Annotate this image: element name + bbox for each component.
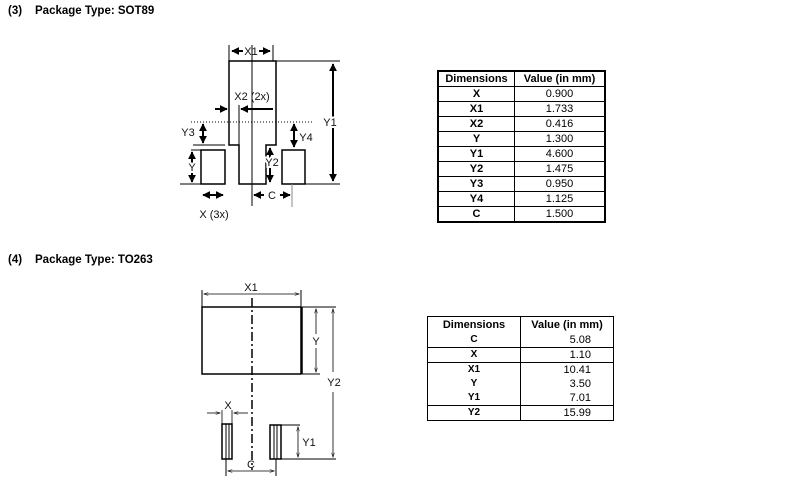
dimension-cell: X — [427, 347, 521, 363]
dimension-cell: X — [437, 86, 515, 102]
dimension-cell: Y1 — [427, 391, 521, 406]
to263-drawing — [201, 290, 336, 476]
value-cell: 1.10 — [520, 347, 614, 363]
label-y2: Y2 — [265, 157, 278, 169]
dimension-cell: X1 — [427, 362, 521, 377]
to263-dimension-labels: X1 Y Y2 X Y1 C — [224, 282, 340, 471]
section-title: Package Type: TO263 — [35, 254, 153, 266]
label-x1: X1 — [244, 46, 257, 58]
dimension-cell: Y2 — [427, 405, 521, 421]
column-header-value: Value (in mm) — [514, 70, 606, 87]
section-number: (4) — [8, 254, 23, 266]
value-cell: 3.50 — [520, 377, 614, 391]
value-cell: 1.300 — [514, 131, 606, 147]
column-header-dimensions: Dimensions — [427, 316, 521, 333]
value-cell: 4.600 — [514, 146, 606, 162]
dimension-cell: Y — [437, 131, 515, 147]
label-y: Y — [312, 336, 320, 348]
section-number: (3) — [8, 5, 23, 17]
table-header-row: Dimensions Value (in mm) — [437, 70, 606, 87]
label-y4: Y4 — [299, 132, 312, 144]
table-header-row: Dimensions Value (in mm) — [427, 316, 614, 333]
sot89-right-pad — [281, 149, 306, 185]
label-y1: Y1 — [323, 117, 336, 129]
dimension-cell: Y2 — [437, 161, 515, 177]
value-cell: 1.125 — [514, 191, 606, 207]
section-title: Package Type: SOT89 — [35, 5, 155, 17]
label-y1: Y1 — [302, 437, 315, 449]
value-cell: 5.08 — [520, 333, 614, 348]
value-cell: 1.475 — [514, 161, 606, 177]
to263-right-pad — [269, 424, 282, 460]
dimension-cell: X2 — [437, 116, 515, 132]
dimension-cell: C — [427, 333, 521, 348]
value-cell: 0.900 — [514, 86, 606, 102]
dimension-cell: C — [437, 206, 515, 223]
dimension-cell: Y3 — [437, 176, 515, 192]
label-c: C — [268, 190, 276, 202]
label-x2: X2 (2x) — [234, 91, 269, 103]
dimension-cell: Y4 — [437, 191, 515, 207]
section-heading-sot89: (3) Package Type: SOT89 — [8, 5, 154, 17]
sot89-left-pad — [200, 149, 226, 185]
value-cell: 1.733 — [514, 101, 606, 117]
section-heading-to263: (4) Package Type: TO263 — [8, 254, 153, 266]
value-cell: 0.950 — [514, 176, 606, 192]
label-x: X (3x) — [199, 209, 228, 221]
label-c: C — [247, 459, 255, 471]
dimension-cell: Y1 — [437, 146, 515, 162]
label-y: Y — [188, 162, 196, 174]
label-y3: Y3 — [181, 127, 194, 139]
column-header-value: Value (in mm) — [520, 316, 614, 333]
label-y2: Y2 — [327, 377, 340, 389]
dimension-cell: Y — [427, 377, 521, 391]
value-cell: 7.01 — [520, 391, 614, 406]
value-cell: 10.41 — [520, 362, 614, 377]
value-cell: 0.416 — [514, 116, 606, 132]
to263-left-pad — [221, 423, 233, 460]
sot89-dimension-labels: X1 X2 (2x) Y1 Y3 Y4 Y Y2 C X (3x) — [181, 46, 338, 221]
column-header-dimensions: Dimensions — [437, 70, 515, 87]
value-cell: 15.99 — [520, 405, 614, 421]
sot89-body-outline — [228, 60, 277, 185]
dimension-cell: X1 — [437, 101, 515, 117]
value-cell: 1.500 — [514, 206, 606, 223]
sot89-drawing — [180, 45, 340, 207]
label-x1: X1 — [244, 282, 257, 294]
label-x: X — [224, 400, 232, 412]
